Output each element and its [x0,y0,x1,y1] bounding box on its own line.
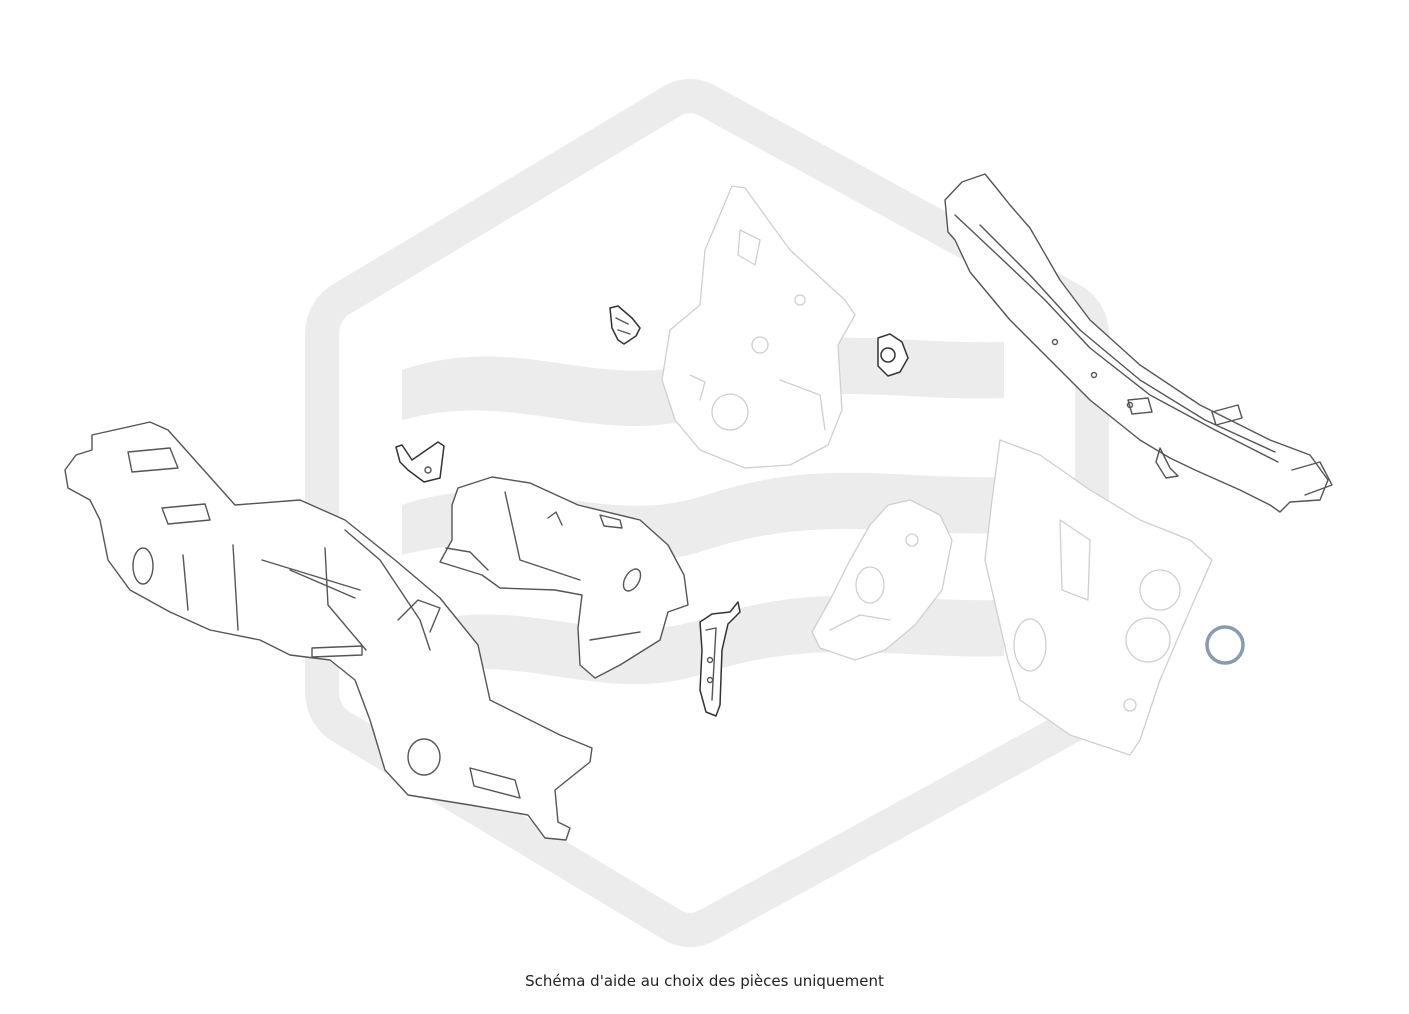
wheel-arch-panel-part[interactable] [439,476,689,679]
apron-panel-part[interactable] [984,439,1213,756]
gusset-plate-part[interactable] [609,305,641,345]
inner-panel-part[interactable] [811,499,953,661]
front-rail-assembly-part[interactable] [64,421,593,841]
firewall-panel-part[interactable] [661,185,856,469]
upper-side-rail-part[interactable] [944,173,1333,513]
diagram-caption: Schéma d'aide au choix des pièces unique… [525,972,884,990]
o-ring-part[interactable] [1205,625,1245,665]
small-bracket-part[interactable] [395,441,445,483]
strut-mount-part[interactable] [877,333,909,377]
pillar-reinforcement-part[interactable] [699,601,741,717]
